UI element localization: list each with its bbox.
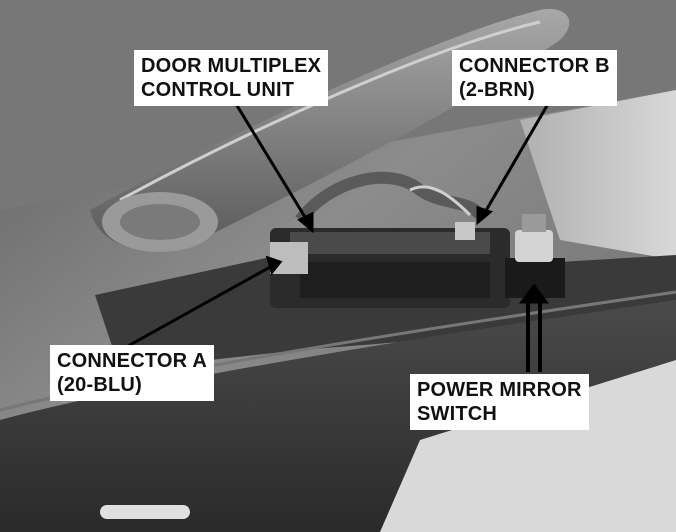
arrow-connector-b-head: [476, 205, 494, 226]
arrow-mirror-head: [519, 283, 549, 304]
callout-connector-b-line1: CONNECTOR B: [459, 55, 610, 77]
callout-door-multiplex-line2: CONTROL UNIT: [141, 79, 295, 101]
callout-connector-b: CONNECTOR B (2-BRN): [452, 50, 617, 106]
callout-connector-a-line1: CONNECTOR A: [57, 350, 207, 372]
arrow-door-multiplex-head: [297, 211, 314, 234]
arrow-door-multiplex: [234, 103, 310, 223]
connector-b-part: [455, 222, 475, 240]
callout-connector-b-line2: (2-BRN): [459, 79, 535, 101]
arrow-connector-a: [127, 264, 273, 348]
callout-power-mirror-line1: POWER MIRROR: [417, 379, 582, 401]
arrow-connector-b: [482, 103, 550, 215]
callout-connector-a-line2: (20-BLU): [57, 374, 142, 396]
callout-door-multiplex-line1: DOOR MULTIPLEX: [141, 55, 322, 77]
callout-connector-a: CONNECTOR A (20-BLU): [50, 345, 214, 401]
grab-handle: [90, 9, 570, 250]
arrow-connector-a-head: [265, 255, 283, 276]
pointer-arrows: [127, 103, 550, 372]
callout-power-mirror-switch: POWER MIRROR SWITCH: [410, 374, 589, 430]
callout-door-multiplex-control-unit: DOOR MULTIPLEX CONTROL UNIT: [134, 50, 329, 106]
callout-power-mirror-line2: SWITCH: [417, 403, 498, 425]
right-trim: [520, 90, 676, 260]
door-sill: [380, 360, 676, 532]
